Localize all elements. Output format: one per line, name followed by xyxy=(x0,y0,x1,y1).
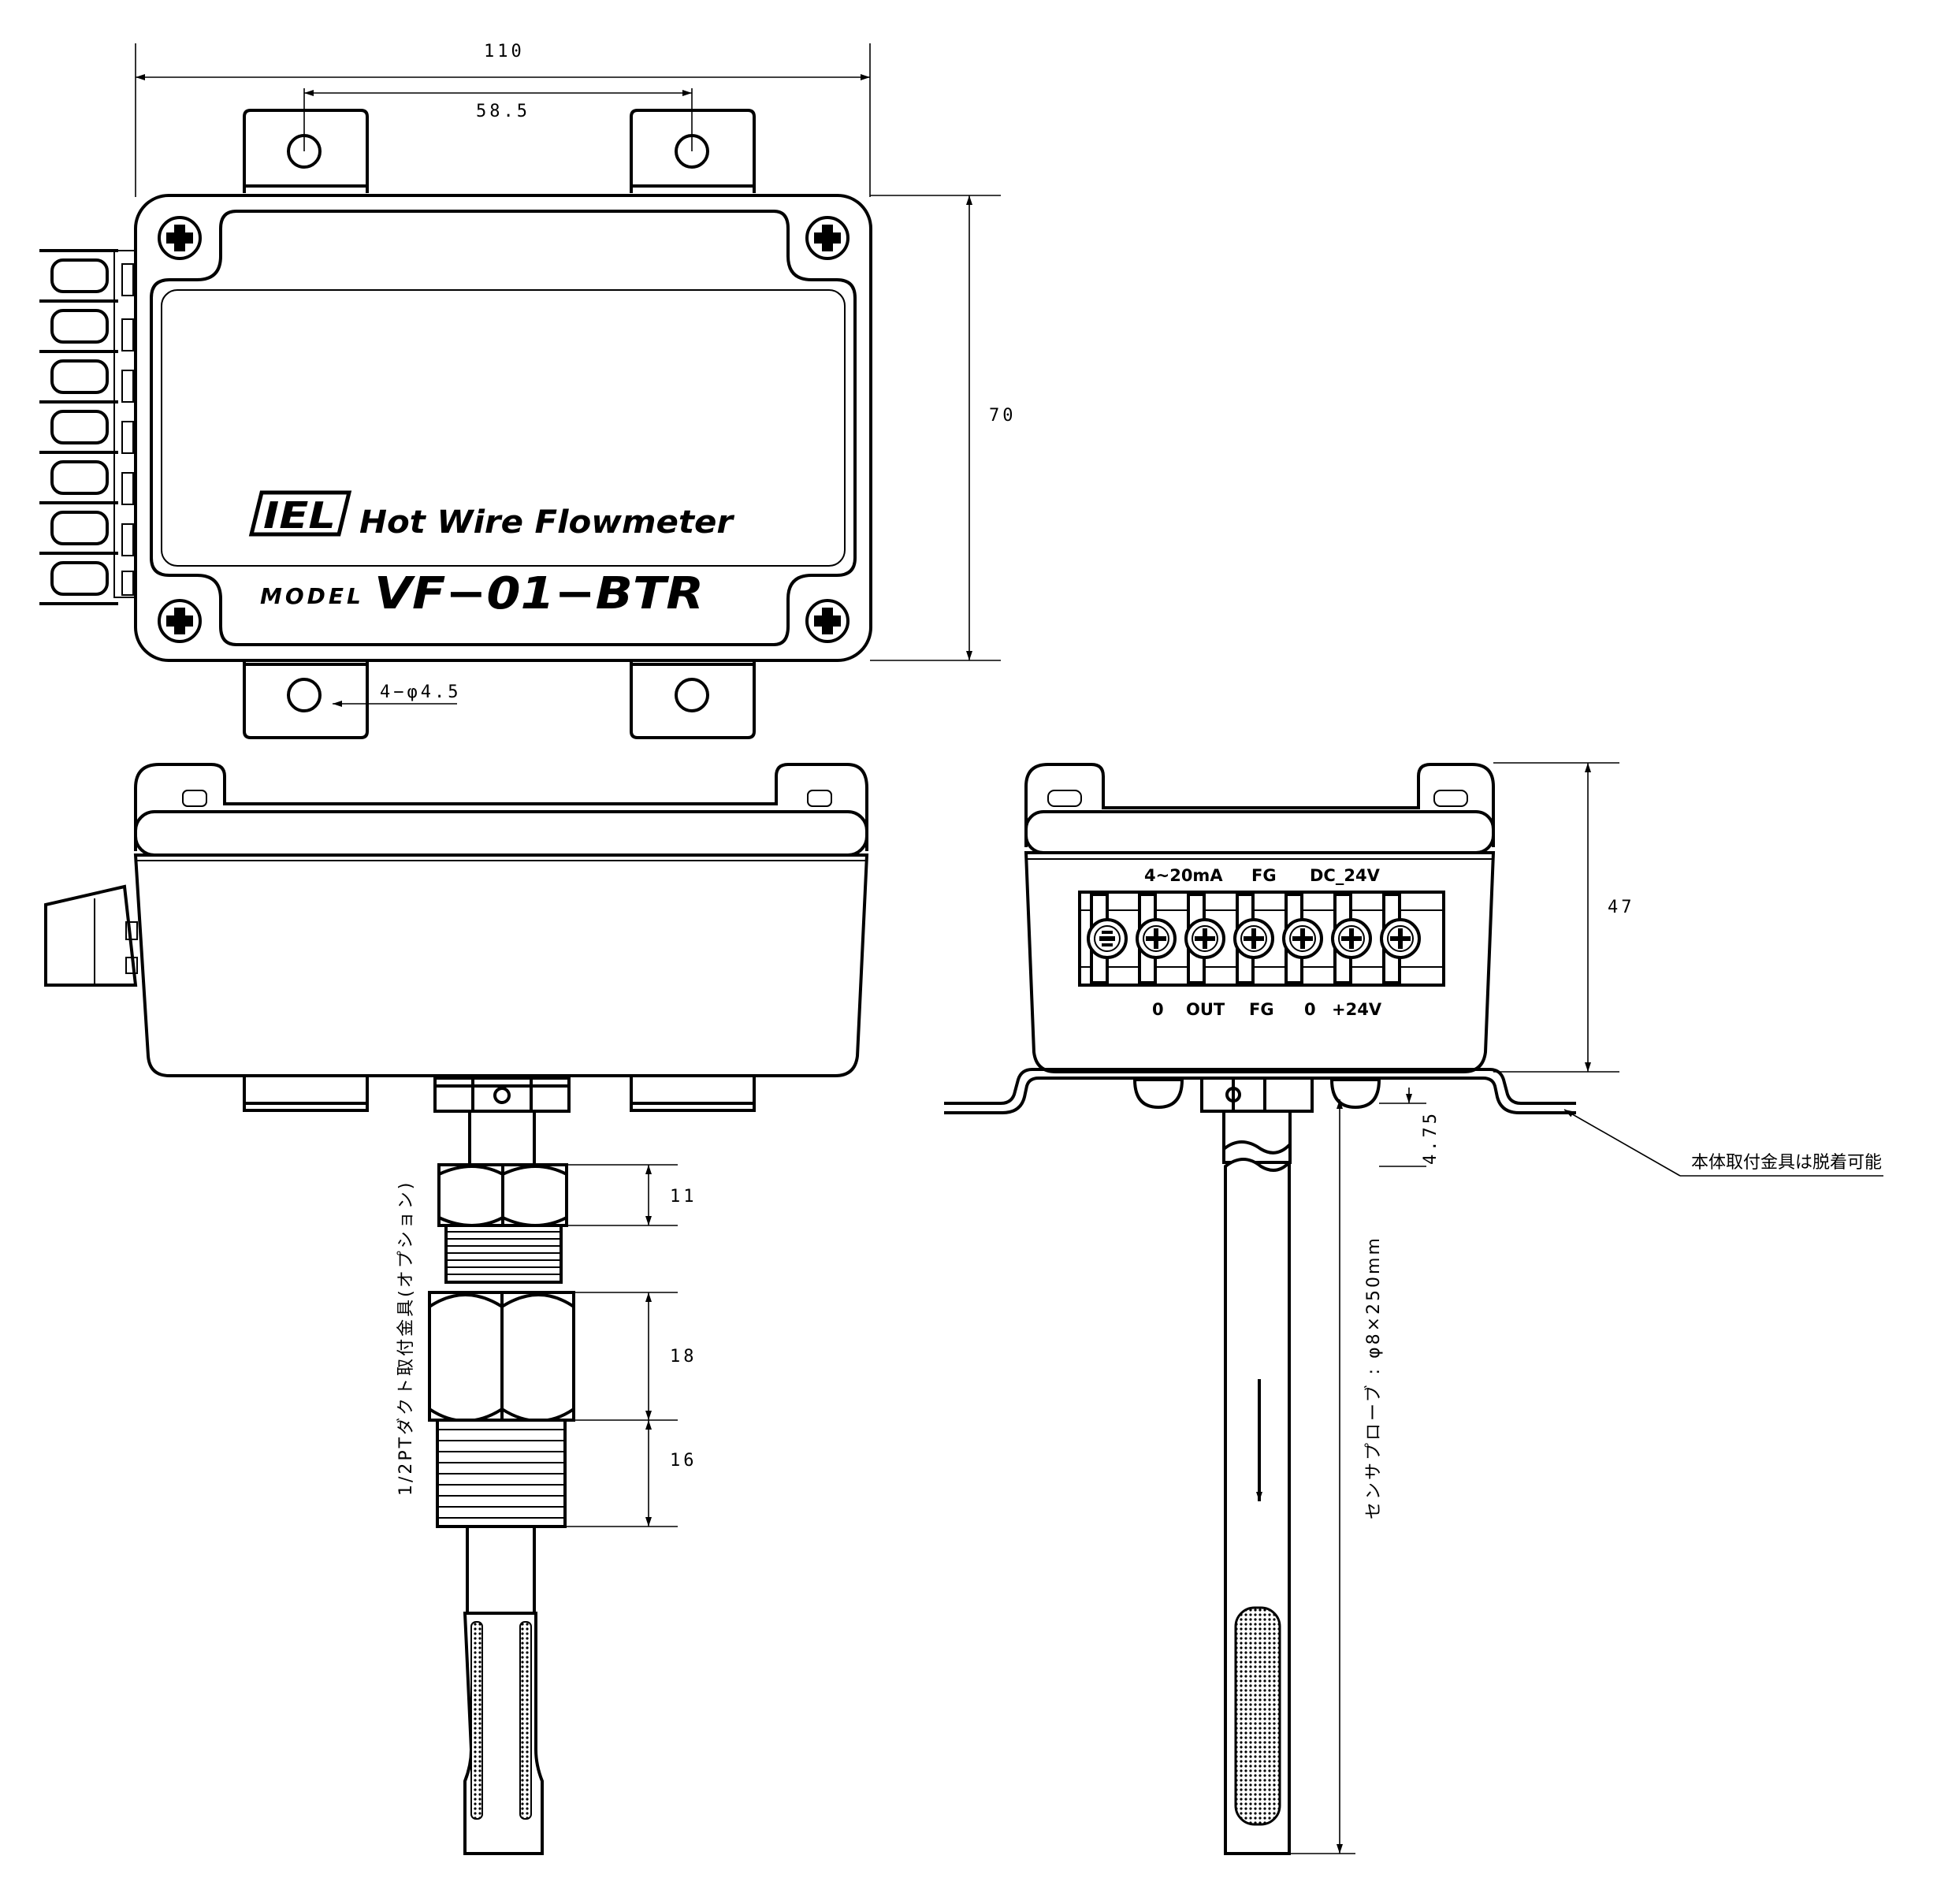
product-title: Hot Wire Flowmeter xyxy=(359,504,734,541)
terminal-label-fg: FG xyxy=(1249,1000,1274,1019)
mounting-bracket xyxy=(944,1068,1576,1105)
terminal-label-0b: 0 xyxy=(1304,1000,1316,1019)
dimension-width: 110 xyxy=(135,42,871,197)
front-view: 11 18 16 1/2PTダクト取付金具(オプション) xyxy=(44,763,869,1855)
end-view: 4~20mA FG DC_24V xyxy=(944,762,1883,1855)
mounting-hole xyxy=(287,678,322,712)
terminal-block xyxy=(1078,891,1445,987)
brand-logo: IEL xyxy=(248,490,352,537)
dimension-nut: 11 xyxy=(567,1164,697,1226)
dimension-hole-pitch: 58.5 xyxy=(303,88,693,151)
dimension-probe: センサプローブ : φ8×250mm xyxy=(1290,1099,1384,1854)
dimension-thread-label: 16 xyxy=(670,1451,697,1471)
sensor-probe-note: センサプローブ : φ8×250mm xyxy=(1364,1236,1384,1519)
mounting-tab-bottom-right xyxy=(630,654,756,739)
dimension-fitting-label: 18 xyxy=(670,1347,697,1367)
model-label: MODEL xyxy=(260,583,364,609)
mounting-hole-callout: 4−φ4.5 xyxy=(333,682,461,707)
brand-logo-text: IEL xyxy=(263,494,336,537)
terminal-screw-icon xyxy=(1087,918,1421,959)
dimension-height: 70 xyxy=(870,195,1017,661)
mounting-tab-bottom-left xyxy=(243,654,369,739)
dimension-hole-pitch-label: 58.5 xyxy=(476,102,530,121)
terminal-header-fg: FG xyxy=(1251,866,1277,885)
dimension-depth: 47 xyxy=(1493,762,1635,1073)
dimension-height-label: 70 xyxy=(989,406,1017,426)
dimension-fitting: 18 xyxy=(574,1292,697,1421)
top-view: IEL Hot Wire Flowmeter MODEL VF−01−BTR 1… xyxy=(39,42,1017,739)
terminal-header-4-20ma: 4~20mA xyxy=(1144,866,1223,885)
dimension-width-label: 110 xyxy=(484,42,525,61)
duct-fitting-note: 1/2PTダクト取付金具(オプション) xyxy=(396,1181,416,1496)
enclosure-outer xyxy=(134,194,872,662)
screw-icon xyxy=(158,216,850,643)
mounting-tab-top-left xyxy=(243,109,369,193)
mounting-hole-label: 4−φ4.5 xyxy=(380,682,461,702)
mounting-tab-top-right xyxy=(630,109,756,193)
bracket-removable-note: 本体取付金具は脱着可能 xyxy=(1691,1153,1882,1173)
terminal-label-24v: +24V xyxy=(1332,1000,1382,1019)
terminal-header-dc24v: DC_24V xyxy=(1310,866,1381,885)
dimension-depth-label: 47 xyxy=(1608,898,1635,917)
terminal-label-out: OUT xyxy=(1186,1000,1225,1019)
side-terminals xyxy=(39,249,137,605)
bracket-note: 本体取付金具は脱着可能 xyxy=(1563,1109,1883,1177)
dimension-bracket-offset: 4.75 xyxy=(1379,1088,1441,1167)
model-number: VF−01−BTR xyxy=(374,568,704,619)
dimension-bracket-offset-label: 4.75 xyxy=(1421,1110,1441,1165)
dimension-nut-label: 11 xyxy=(670,1187,697,1207)
terminal-label-0: 0 xyxy=(1152,1000,1164,1019)
enclosure-lid xyxy=(150,210,857,646)
dimension-thread: 16 xyxy=(565,1420,697,1527)
